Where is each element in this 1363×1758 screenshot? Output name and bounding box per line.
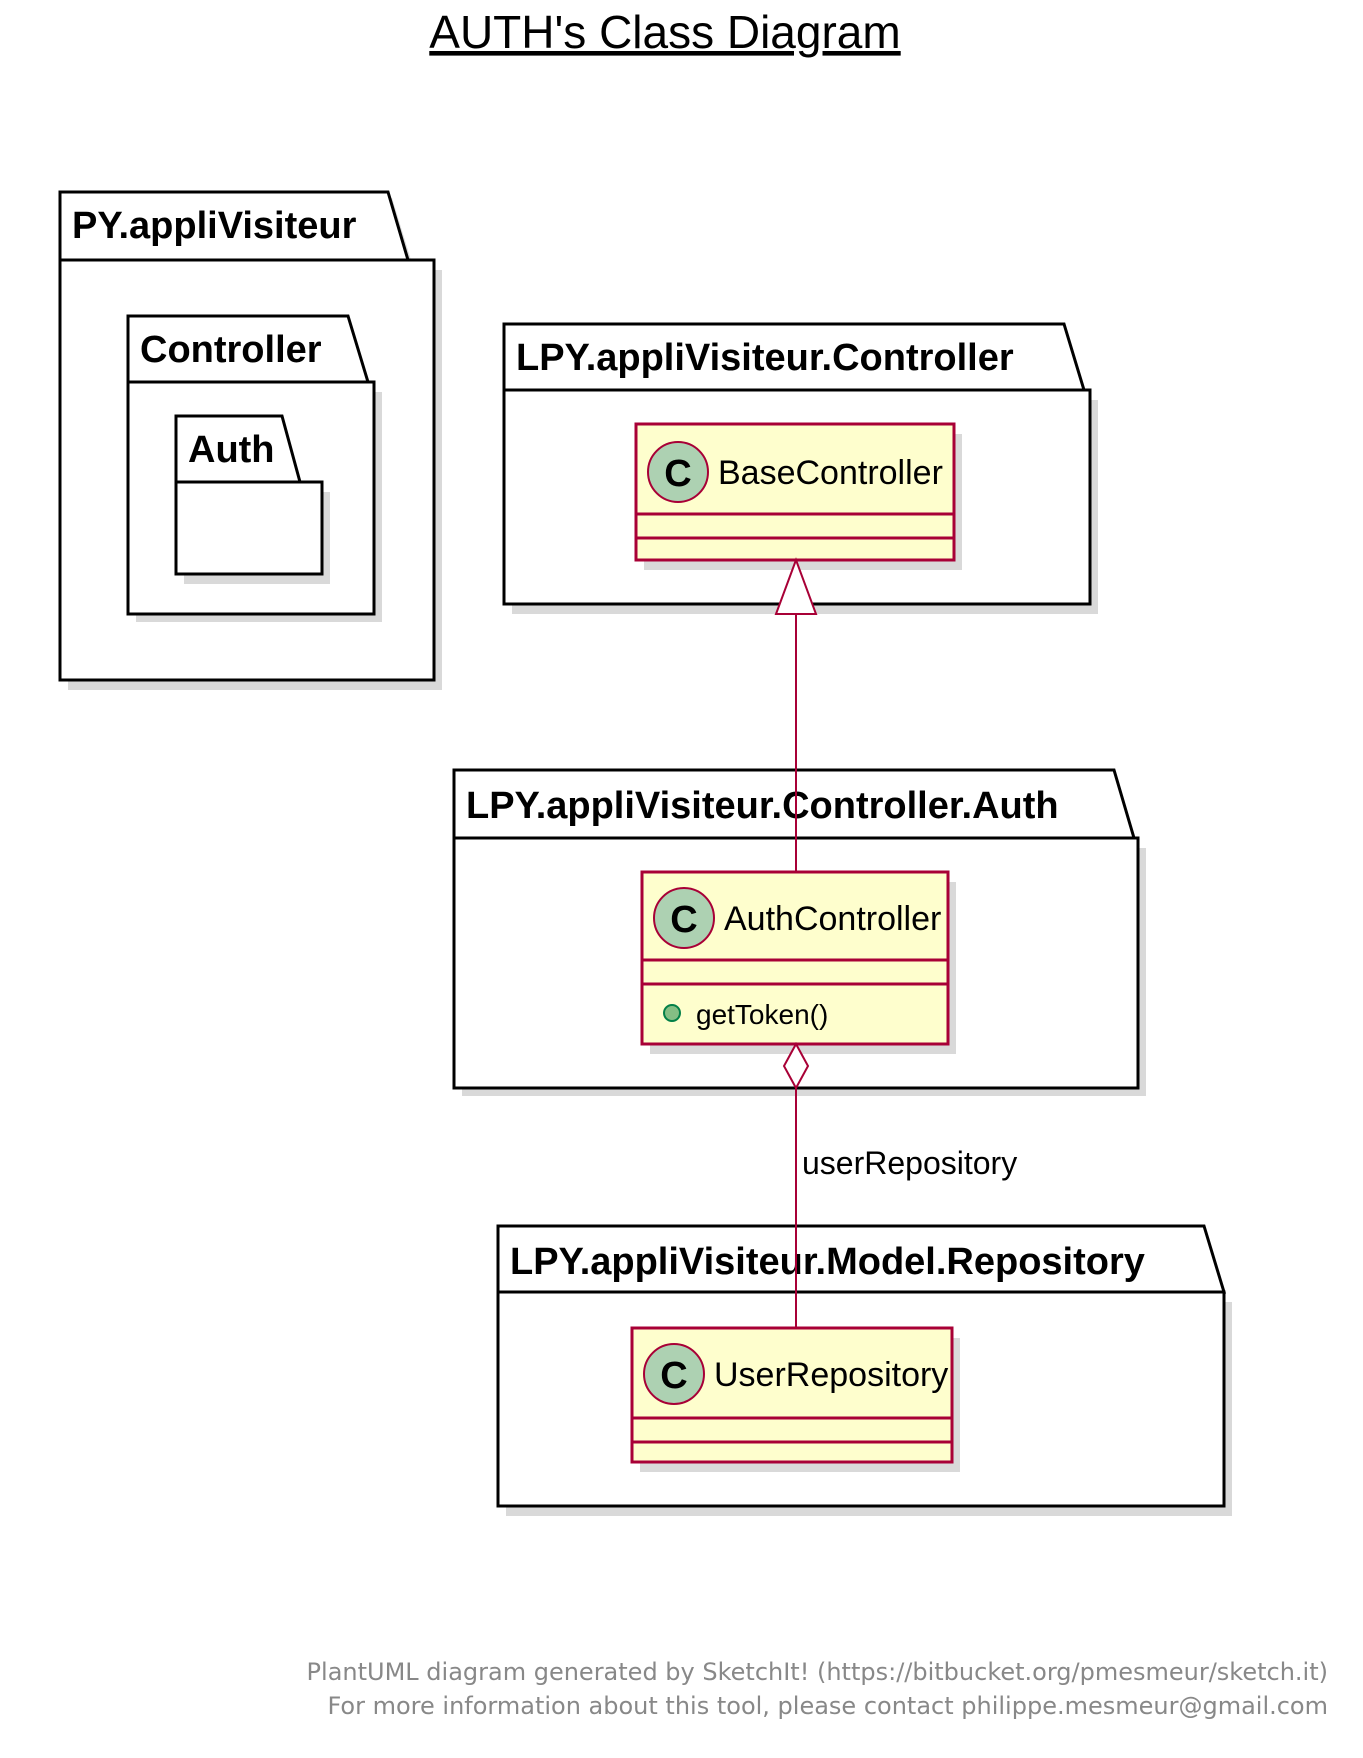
class-badge bbox=[643, 1343, 705, 1405]
class-name: AuthController bbox=[724, 900, 941, 938]
inheritance-edge bbox=[774, 557, 818, 872]
class-name: BaseController bbox=[718, 454, 943, 492]
class-auth-controller[interactable]: C AuthController getToken() bbox=[640, 870, 956, 1054]
package-label: LPY.appliVisiteur.Model.Repository bbox=[510, 1241, 1145, 1283]
diagram-title: AUTH's Class Diagram bbox=[429, 6, 900, 58]
class-badge bbox=[647, 441, 709, 503]
package-label: LPY.appliVisiteur.Controller bbox=[516, 337, 1014, 379]
class-badge-letter: C bbox=[670, 899, 697, 941]
class-badge bbox=[653, 887, 715, 949]
public-method-icon bbox=[663, 1004, 681, 1022]
aggregation-edge: userRepository bbox=[782, 1041, 1017, 1328]
aggregation-label: userRepository bbox=[802, 1145, 1017, 1181]
package-auth: Auth bbox=[174, 414, 330, 584]
package-label: LPY.appliVisiteur.Controller.Auth bbox=[466, 785, 1059, 827]
class-badge-letter: C bbox=[664, 453, 691, 495]
class-name: UserRepository bbox=[714, 1356, 948, 1394]
method-get-token[interactable]: getToken() bbox=[696, 999, 828, 1030]
package-label: Auth bbox=[188, 429, 275, 471]
class-badge-letter: C bbox=[660, 1355, 687, 1397]
class-user-repository[interactable]: C UserRepository bbox=[630, 1326, 960, 1472]
package-label: PY.appliVisiteur bbox=[72, 205, 357, 247]
footer-line-1: PlantUML diagram generated by SketchIt! … bbox=[307, 1658, 1328, 1686]
footer-line-2: For more information about this tool, pl… bbox=[327, 1692, 1328, 1720]
package-label: Controller bbox=[140, 329, 322, 371]
class-base-controller[interactable]: C BaseController bbox=[634, 422, 962, 570]
inheritance-arrowhead bbox=[774, 557, 818, 615]
